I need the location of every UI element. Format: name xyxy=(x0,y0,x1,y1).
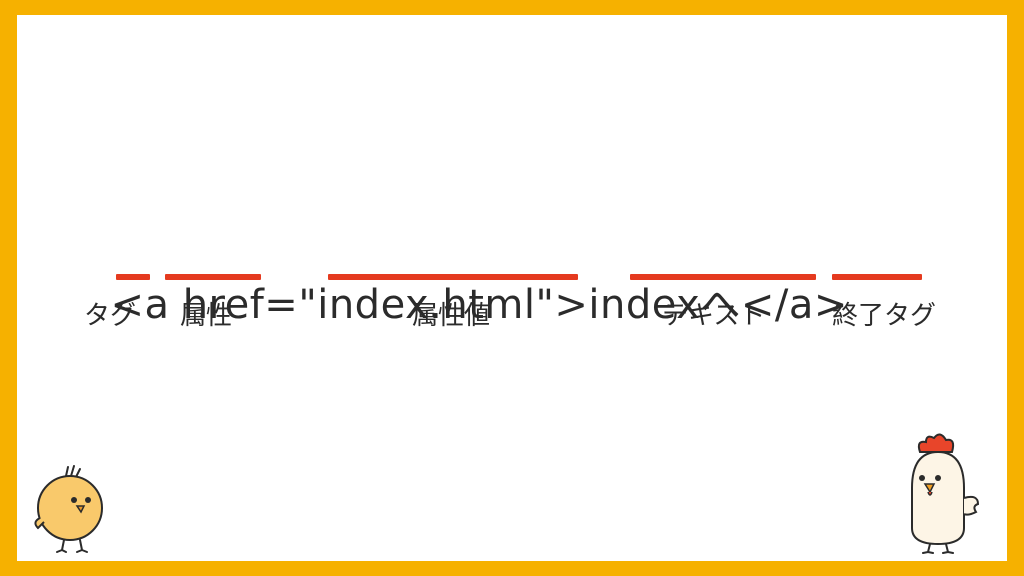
code-tag-name: a xyxy=(144,282,170,328)
label-attribute-value: 属性値 xyxy=(412,301,491,331)
label-attribute: 属性 xyxy=(180,301,233,331)
underline-tag xyxy=(116,274,150,280)
chicken-icon xyxy=(911,433,980,554)
underline-attribute xyxy=(165,274,261,280)
code-end-tag: </a> xyxy=(740,282,848,328)
html-anchor-code: <a href="index.html">indexへ</a> xyxy=(84,221,848,333)
underline-end-tag xyxy=(832,274,922,280)
code-close-bracket: > xyxy=(554,282,589,328)
code-equals: = xyxy=(264,282,299,328)
underline-text xyxy=(630,274,816,280)
code-link-text: indexへ xyxy=(588,282,741,328)
underline-attribute-value xyxy=(328,274,578,280)
code-open-bracket: < xyxy=(110,282,145,328)
label-end-tag: 終了タグ xyxy=(832,301,937,331)
code-attribute: href xyxy=(182,282,265,328)
code-attribute-value: "index.html" xyxy=(298,282,555,328)
label-text: テキスト xyxy=(662,301,766,331)
label-tag: タグ xyxy=(84,301,137,331)
chick-icon xyxy=(34,465,103,553)
slide-card xyxy=(17,15,1007,561)
